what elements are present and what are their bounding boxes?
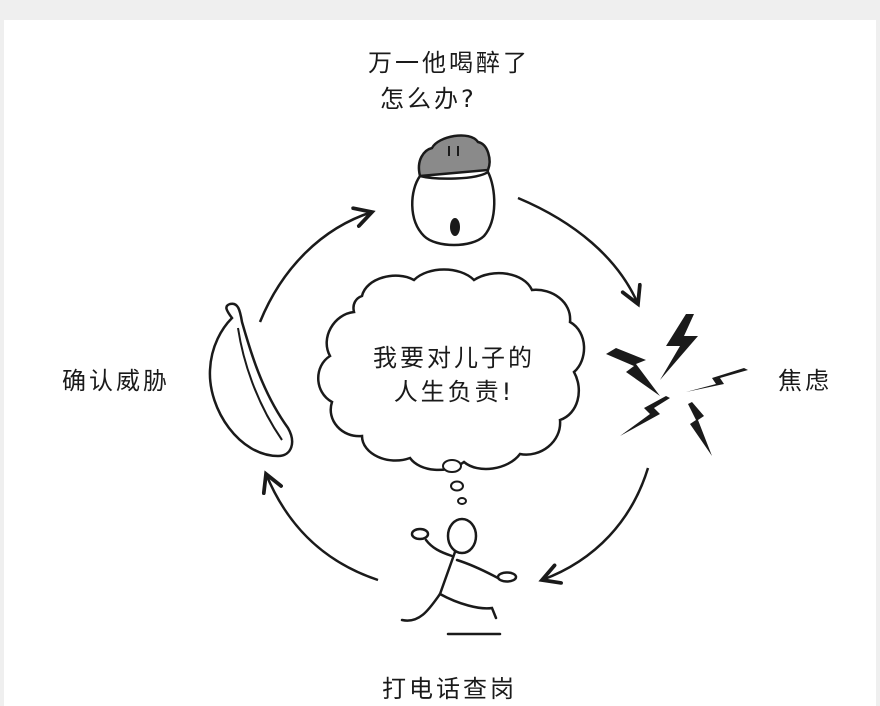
node-top-label-line1: 万一他喝醉了 xyxy=(368,49,530,77)
thought-cloud-icon xyxy=(317,268,586,505)
brain-head-icon xyxy=(411,134,496,247)
thought-line1: 我要对儿子的 xyxy=(373,344,535,372)
arrow-left-to-top xyxy=(258,212,372,323)
node-right-label: 焦虑 xyxy=(778,367,832,395)
node-top-label-line2: 怎么办? xyxy=(380,85,477,113)
node-bottom-label: 打电话查岗 xyxy=(382,675,517,703)
lightning-anxiety-icon xyxy=(606,314,748,456)
node-left-label: 确认威胁 xyxy=(62,367,170,395)
arrow-bottom-to-left xyxy=(266,474,379,582)
thought-line2: 人生负责! xyxy=(393,378,515,406)
banana-icon xyxy=(208,302,294,458)
running-stickman-icon xyxy=(400,517,518,636)
arrow-top-to-right xyxy=(517,196,638,304)
arrow-right-to-bottom xyxy=(542,467,650,580)
